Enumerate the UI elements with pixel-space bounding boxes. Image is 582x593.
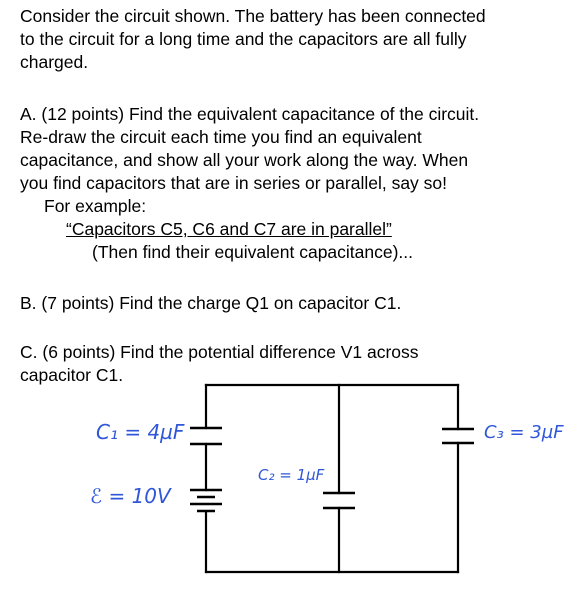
part-a-line-4: you find capacitors that are in series o…	[20, 173, 448, 193]
c2-label: C₂ = 1µF	[258, 466, 325, 484]
c3-label: C₃ = 3µF	[484, 422, 564, 443]
part-a-line-2: Re-draw the circuit each time you find a…	[20, 127, 422, 147]
part-c-line-2: capacitor C1.	[20, 365, 124, 385]
example-note: (Then find their equivalent capacitance)…	[92, 242, 414, 262]
c1-label: C₁ = 4µF	[96, 420, 185, 444]
part-a-line-3: capacitance, and show all your work alon…	[20, 150, 469, 170]
intro-line-3: charged.	[20, 52, 89, 72]
part-c-line-1: C. (6 points) Find the potential differe…	[20, 342, 419, 362]
part-b-line-1: B. (7 points) Find the charge Q1 on capa…	[20, 293, 402, 313]
intro-line-2: to the circuit for a long time and the c…	[20, 29, 467, 49]
part-a-line-1: A. (12 points) Find the equivalent capac…	[20, 104, 480, 124]
example-label: For example:	[44, 196, 147, 216]
emf-label: ℰ = 10V	[90, 484, 171, 508]
example-quote: “Capacitors C5, C6 and C7 are in paralle…	[66, 219, 392, 239]
intro-line-1: Consider the circuit shown. The battery …	[20, 6, 486, 26]
